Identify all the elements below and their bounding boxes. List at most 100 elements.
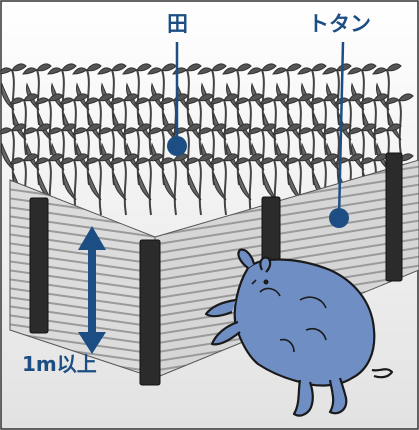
rice-plant — [123, 99, 127, 156]
fence-post — [139, 239, 161, 386]
rice-head — [259, 93, 289, 105]
rice-leaf — [138, 172, 152, 201]
rice-head — [359, 153, 389, 165]
rice-head — [334, 153, 364, 165]
rice-head — [84, 153, 114, 165]
rice-leaf — [63, 112, 77, 141]
rice-head — [159, 93, 189, 105]
rice-leaf — [363, 112, 377, 141]
rice-plant — [323, 99, 327, 156]
rice-leaf — [188, 112, 202, 141]
rice-head — [384, 93, 414, 105]
rice-head — [272, 123, 302, 135]
rice-plant — [273, 99, 277, 156]
rice-head — [0, 123, 27, 135]
rice-leaf — [238, 172, 252, 201]
rice-head — [247, 63, 277, 75]
rice-leaf — [263, 172, 277, 201]
rice-head — [47, 63, 77, 75]
rice-head — [47, 123, 77, 135]
rice-leaf — [88, 112, 102, 141]
rice-head — [184, 153, 214, 165]
rice-head — [122, 123, 152, 135]
rice-plant — [148, 159, 152, 216]
rice-plant — [148, 99, 152, 156]
rice-head — [109, 93, 139, 105]
rice-head — [222, 123, 252, 135]
rice-leaf — [213, 172, 227, 201]
rice-head — [372, 123, 402, 135]
rice-head — [284, 153, 314, 165]
rice-plant — [348, 99, 352, 156]
rice-leaf — [388, 112, 402, 141]
rice-leaf — [213, 112, 227, 141]
fence-post — [29, 197, 49, 334]
rice-head — [22, 123, 52, 135]
rice-head — [234, 93, 264, 105]
rice-plant — [298, 99, 302, 156]
rice-head — [284, 93, 314, 105]
rice-head — [72, 123, 102, 135]
rice-head — [0, 63, 27, 75]
leader-lines — [167, 41, 349, 228]
rice-head — [272, 63, 302, 75]
rice-plant — [223, 99, 227, 156]
rice-head — [309, 93, 339, 105]
rice-leaf — [163, 172, 177, 201]
rice-plant — [198, 99, 202, 156]
rice-leaf — [238, 112, 252, 141]
rice-leaf — [313, 112, 327, 141]
rice-leaf — [13, 112, 27, 141]
rice-head — [234, 153, 264, 165]
rice-head — [59, 153, 89, 165]
rice-head — [372, 63, 402, 75]
rice-plant — [123, 159, 127, 216]
rice-plant — [248, 99, 252, 156]
rice-head — [297, 123, 327, 135]
rice-leaf — [88, 172, 102, 201]
rice-head — [134, 93, 164, 105]
rice-leaf — [138, 112, 152, 141]
rice-head — [222, 63, 252, 75]
rice-plant — [398, 99, 402, 156]
rice-plant — [48, 99, 52, 156]
rice-leaf — [263, 112, 277, 141]
rice-plant — [98, 159, 102, 216]
rice-head — [34, 93, 64, 105]
rice-plant — [198, 159, 202, 216]
rice-plant — [373, 99, 377, 156]
rice-head — [209, 93, 239, 105]
rice-leaf — [288, 112, 302, 141]
rice-head — [309, 153, 339, 165]
rice-head — [97, 123, 127, 135]
rice-head — [147, 63, 177, 75]
height-label: 1m以上 — [22, 352, 97, 376]
rice-head — [209, 153, 239, 165]
rice-head — [259, 153, 289, 165]
rice-head — [322, 63, 352, 75]
rice-plant — [98, 99, 102, 156]
rice-head — [347, 63, 377, 75]
rice-head — [159, 153, 189, 165]
rice-leaf — [63, 172, 77, 201]
rice-head — [122, 63, 152, 75]
rice-head — [147, 123, 177, 135]
rice-head — [359, 93, 389, 105]
rice-leaf — [288, 172, 302, 201]
rice-head — [197, 63, 227, 75]
tin-sheet-label: トタン — [308, 12, 371, 36]
rice-head — [184, 93, 214, 105]
rice-head — [297, 63, 327, 75]
rice-leaf — [163, 112, 177, 141]
rice-head — [22, 63, 52, 75]
rice-head — [134, 153, 164, 165]
rice-head — [59, 93, 89, 105]
rice-plant — [173, 159, 177, 216]
rice-head — [72, 63, 102, 75]
rice-head — [347, 123, 377, 135]
rice-head — [322, 123, 352, 135]
rice-head — [84, 93, 114, 105]
rice-leaf — [113, 112, 127, 141]
